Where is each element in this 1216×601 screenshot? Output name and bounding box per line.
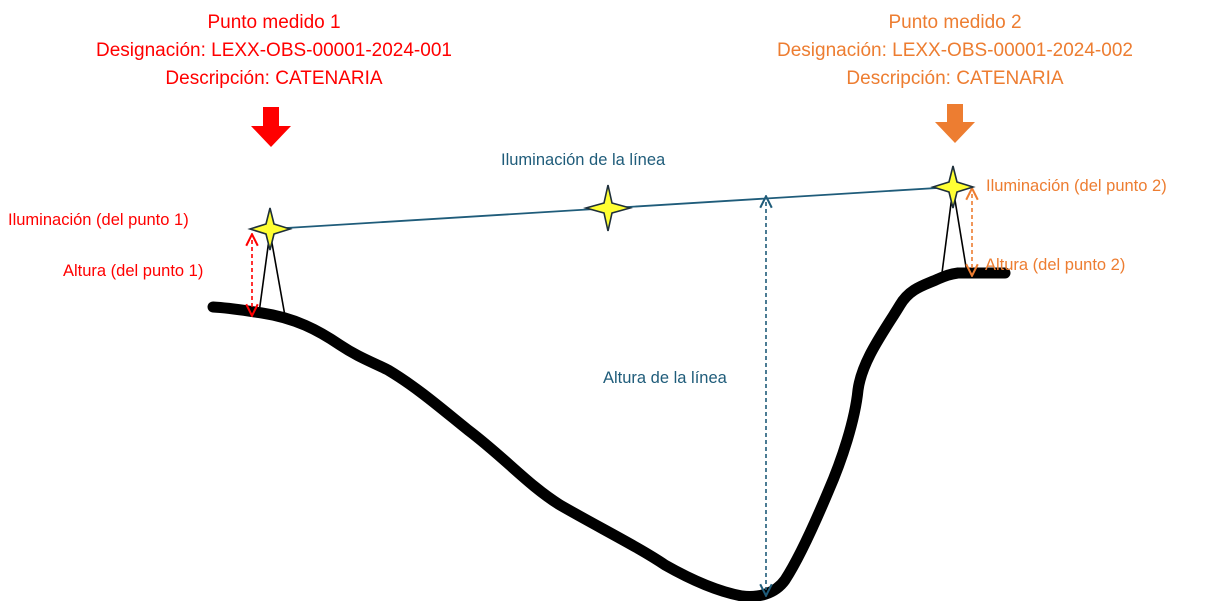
point1-designation: Designación: LEXX-OBS-00001-2024-001 <box>96 40 452 61</box>
point1-header: Punto medido 1 Designación: LEXX-OBS-000… <box>50 9 498 93</box>
point2-designation: Designación: LEXX-OBS-00001-2024-002 <box>777 40 1133 61</box>
point1-description: Descripción: CATENARIA <box>165 68 383 89</box>
terrain-profile <box>207 267 1011 601</box>
four-point-star-icon <box>583 184 633 232</box>
point2-header: Punto medido 2 Designación: LEXX-OBS-000… <box>730 9 1180 93</box>
down-arrow-icon <box>251 107 291 147</box>
point1-height-label: Altura (del punto 1) <box>63 262 204 280</box>
point2-description: Descripción: CATENARIA <box>846 68 1064 89</box>
point2-title: Punto medido 2 <box>888 12 1022 33</box>
line-illumination-label: Iluminación de la línea <box>501 151 666 169</box>
point1-title: Punto medido 1 <box>207 12 341 33</box>
down-arrow-icon <box>935 104 975 143</box>
four-point-star-icon <box>247 207 293 251</box>
four-point-star-icon <box>930 165 976 209</box>
line-height-label: Altura de la línea <box>603 369 727 387</box>
point2-height-label: Altura (del punto 2) <box>985 256 1126 274</box>
point2-illumination-label: Iluminación (del punto 2) <box>986 177 1167 195</box>
point1-illumination-label: Iluminación (del punto 1) <box>8 211 189 229</box>
